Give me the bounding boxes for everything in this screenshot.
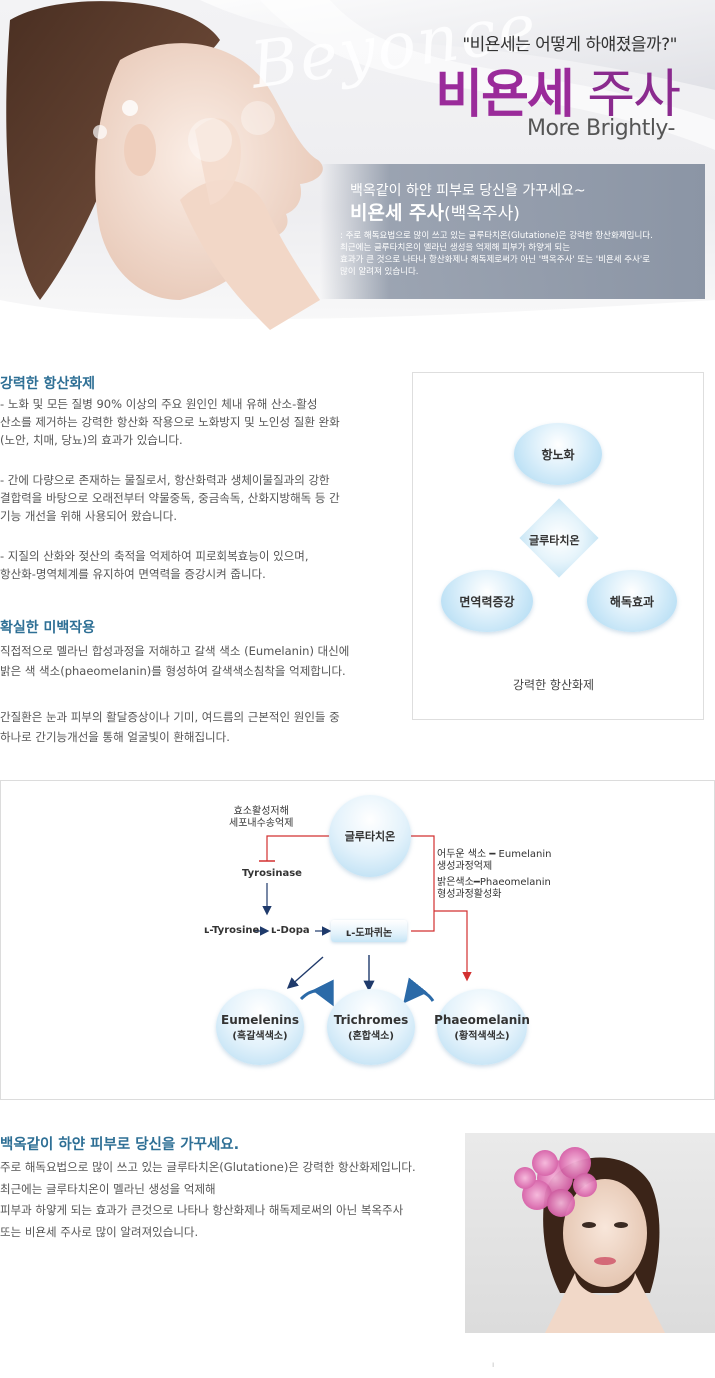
- flow-phaeomelanin-en: Phaeomelanin: [434, 1012, 530, 1027]
- antioxidant-heading: 강력한 항산화제: [0, 376, 96, 392]
- whitening-para-1: 직접적으로 멜라닌 합성과정을 저해하고 갈색 색소 (Eumelanin) 대…: [0, 644, 350, 678]
- flower-model-portrait: [465, 1133, 715, 1333]
- flow-trichromes-en: Trichromes: [333, 1012, 409, 1027]
- whitening-para-2: 간질환은 눈과 피부의 활달증상이나 기미, 여드름의 근본적인 원인들 중 하…: [0, 710, 340, 744]
- flow-glutathione-bubble: 글루타치온: [329, 795, 411, 877]
- antioxidant-para-2: - 간에 다량으로 존재하는 물질로서, 항산화력과 생체이물질과의 강한 결합…: [0, 473, 340, 523]
- diagram-anti-aging-bubble: 항노화: [514, 423, 602, 485]
- antioxidant-diagram: 항노화 글루타치온 면역력증강 해독효과 강력한 항산화제: [412, 372, 704, 720]
- hero-question: "비욘세는 어떻게 하얘졌을까?": [462, 35, 677, 55]
- bottom-mark: ı: [492, 1360, 495, 1369]
- flow-phaeomelanin-ko: (황적색색소): [454, 1030, 510, 1042]
- hero-band-description: : 주로 해독요법으로 많이 쓰고 있는 글루타치온(Glutatione)은 …: [340, 231, 653, 277]
- diagram-center-label: 글루타치온: [529, 534, 580, 547]
- diagram-immunity-bubble: 면역력증강: [441, 570, 533, 632]
- flow-light-pigment-note: 밝은색소━Phaeomelanin 형성과정활성화: [437, 877, 551, 900]
- flow-phaeomelanin-bubble: Phaeomelanin (황적색색소): [434, 989, 530, 1065]
- whitening-heading: 확실한 미백작용: [0, 620, 96, 636]
- flow-l-tyrosine: ʟ-Tyrosine: [204, 925, 260, 936]
- melanin-flow-chart: 효소활성저해 세포내수송억제 글루타치온 어두운 색소 ━ Eumelanin …: [0, 780, 715, 1100]
- flow-tyrosinase: Tyrosinase: [242, 868, 302, 879]
- flower-model-image: [514, 1147, 665, 1333]
- antioxidant-para-1: - 노화 및 모든 질병 90% 이상의 주요 원인인 체내 유해 산소-활성 …: [0, 397, 340, 447]
- flow-eumelanins-bubble: Eumelenins (흑갈색색소): [216, 989, 304, 1065]
- diagram-detox-bubble: 해독효과: [587, 570, 677, 632]
- flow-connectors: [253, 835, 472, 1007]
- flow-eumelanins-en: Eumelenins: [221, 1012, 299, 1027]
- hero-band-subtitle: 백옥같이 하얀 피부로 당신을 가꾸세요~: [350, 183, 586, 199]
- flow-dark-pigment-note: 어두운 색소 ━ Eumelanin 생성과정억제: [437, 849, 552, 872]
- bottom-heading: 백옥같이 하얀 피부로 당신을 가꾸세요.: [0, 1137, 240, 1153]
- flow-l-dopa: ʟ-Dopa: [271, 925, 310, 936]
- model-portrait: [6, 1, 323, 330]
- flow-eumelanins-ko: (흑갈색색소): [232, 1030, 288, 1042]
- hero-band-name-paren: (백옥주사): [444, 204, 520, 224]
- hero-title-bold: 비욘세: [435, 65, 575, 125]
- antioxidant-para-3: - 지질의 산화와 젖산의 축적을 억제하여 피로회복효능이 있으며, 항산화-…: [0, 549, 309, 581]
- silk-background: [0, 0, 715, 345]
- hero-band-name: 비욘세 주사(백옥주사): [350, 198, 520, 225]
- hero-title-light: 주사: [572, 65, 681, 125]
- hero-banner: Beyonce "비욘세는 어떻게 하얘졌을까?" 비욘세 주사 More Br…: [0, 0, 715, 345]
- flow-inhibit-note: 효소활성저해 세포내수송억제: [229, 806, 294, 829]
- flow-trichromes-ko: (혼합색소): [348, 1030, 394, 1042]
- hero-subtitle: More Brightly-: [527, 116, 676, 141]
- flow-l-dopaquinone: ʟ-도파퀴논: [331, 920, 407, 942]
- hero-band-name-main: 비욘세 주사: [350, 202, 445, 224]
- diagram-caption: 강력한 항산화제: [513, 678, 595, 692]
- bottom-para: 주로 해독요법으로 많이 쓰고 있는 글루타치온(Glutatione)은 강력…: [0, 1160, 416, 1239]
- hero-info-band: [320, 164, 705, 299]
- hero-title: 비욘세 주사: [435, 52, 681, 127]
- flow-trichromes-bubble: Trichromes (혼합색소): [327, 989, 415, 1065]
